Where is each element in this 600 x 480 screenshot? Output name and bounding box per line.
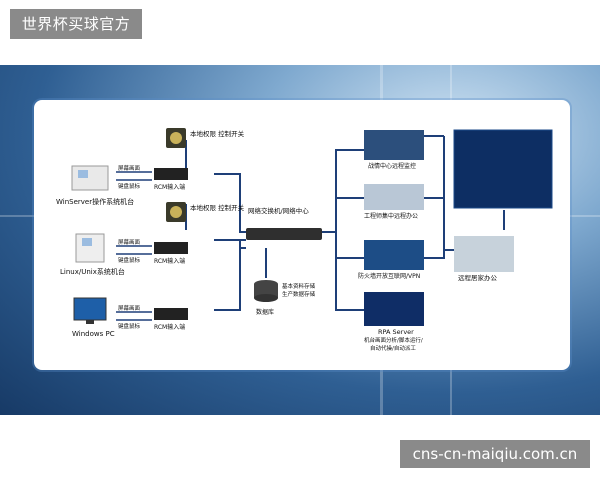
firewall-image [364,240,424,270]
rpa-line1: 机台画面分析/脚本运行/ [364,336,423,344]
screen-label: 屏幕画面 [118,238,141,246]
lock-switch-icon [166,202,186,222]
engineer-office-image [364,184,424,210]
screen-label: 屏幕画面 [118,164,141,172]
dashboard-screenshot [453,129,553,209]
kbm-label: 键盘鼠标 [118,182,141,190]
winserver-label: WinServer操作系统机台 [56,197,134,206]
engineer-office-label: 工程师集中远程办公 [364,212,418,220]
kbm-label: 键盘鼠标 [118,322,141,330]
rcm-device-icon [154,242,188,254]
network-diagram: 本地权限 控制开关 本地权限 控制开关 WinServer操作系统机台 Linu… [56,128,553,352]
rcm-label: RCM输入端 [154,323,185,331]
ops-center-image [364,130,424,160]
linux-label: Linux/Unix系统机台 [60,267,125,276]
database-label: 数据库 [256,308,274,316]
windows-pc-icon [73,297,107,324]
rpa-title: RPA Server [378,328,414,336]
signal-arrows [116,171,152,321]
lock-switch-icon [166,128,186,148]
firewall-label: 防火墙开放互联网/VPN [358,272,420,280]
network-label: 网络交换机/网络中心 [248,206,309,215]
home-office-label: 远程居家办公 [458,273,498,282]
home-office-image [454,236,514,272]
network-switch-icon [246,228,322,240]
db-note-1: 基本资料存储 [282,282,316,290]
rcm-device-icon [154,308,188,320]
ops-center-label: 战情中心远程监控 [368,162,416,170]
rcm-label: RCM输入端 [154,257,185,265]
screen-label: 屏幕画面 [118,304,141,312]
connector-lines [185,135,505,311]
linux-machine-icon [75,233,105,263]
site-title-badge: 世界杯买球官方 [10,9,142,39]
windows-pc-label: Windows PC [72,330,115,338]
switch-label-2: 本地权限 控制开关 [190,203,245,212]
winserver-machine-icon [71,165,109,191]
site-url-badge: cns-cn-maiqiu.com.cn [400,440,590,468]
database-icon [254,280,278,302]
rpa-line2: 自动代操/自动派工 [370,344,416,352]
rpa-server-image [364,292,424,326]
rcm-device-icon [154,168,188,180]
db-note-2: 生产数据存储 [282,290,316,298]
switch-label-1: 本地权限 控制开关 [190,129,245,138]
kbm-label: 键盘鼠标 [118,256,141,264]
rcm-label: RCM输入端 [154,183,185,191]
